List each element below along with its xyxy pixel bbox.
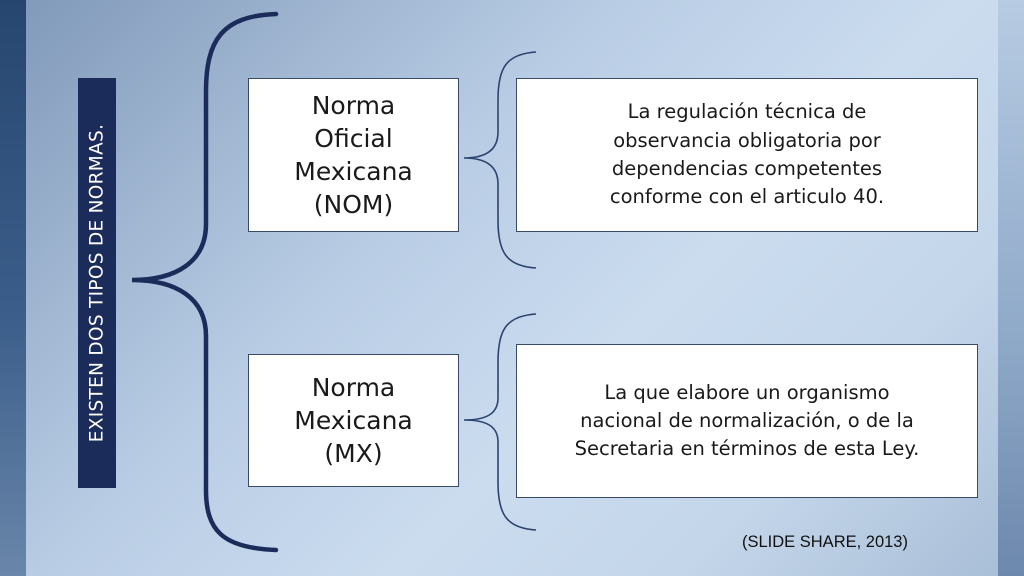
term-line: Mexicana bbox=[294, 157, 413, 186]
term-line: Norma bbox=[311, 372, 396, 402]
description-line: nacional de normalización, o de la bbox=[580, 408, 914, 432]
mx-description-box: La que elabore un organismo nacional de … bbox=[516, 344, 978, 498]
term-line: Mexicana bbox=[294, 405, 413, 435]
description-line: dependencias competentes bbox=[611, 157, 883, 180]
norma-oficial-mexicana-label: Norma Oficial Mexicana (NOM) bbox=[294, 89, 412, 222]
description-line: conforme con el articulo 40. bbox=[609, 185, 885, 209]
norma-mexicana-label: Norma Mexicana (MX) bbox=[294, 371, 412, 471]
right-edge-bar bbox=[998, 0, 1024, 576]
left-edge-bar bbox=[0, 0, 26, 576]
description-line: observancia obligatoria por bbox=[613, 128, 881, 152]
title-bar: EXISTEN DOS TIPOS DE NORMAS. bbox=[78, 78, 116, 488]
term-line: (MX) bbox=[324, 439, 383, 469]
norma-mexicana-box: Norma Mexicana (MX) bbox=[248, 354, 459, 487]
mx-description: La que elabore un organismo nacional de … bbox=[575, 379, 920, 464]
citation: (SLIDE SHARE, 2013) bbox=[742, 533, 908, 551]
description-line: La regulación técnica de bbox=[627, 100, 867, 124]
main-brace bbox=[131, 11, 279, 553]
description-line: La que elabore un organismo bbox=[604, 380, 890, 404]
nom-description-box: La regulación técnica de observancia obl… bbox=[516, 78, 978, 232]
nom-brace bbox=[463, 51, 537, 269]
description-line: Secretaria en términos de esta Ley. bbox=[574, 437, 920, 461]
term-line: (NOM) bbox=[313, 190, 394, 220]
nom-description: La regulación técnica de observancia obl… bbox=[610, 98, 884, 211]
term-line: Oficial bbox=[314, 123, 393, 153]
term-line: Norma bbox=[311, 90, 396, 120]
mx-brace bbox=[463, 313, 537, 531]
norma-oficial-mexicana-box: Norma Oficial Mexicana (NOM) bbox=[248, 78, 459, 232]
